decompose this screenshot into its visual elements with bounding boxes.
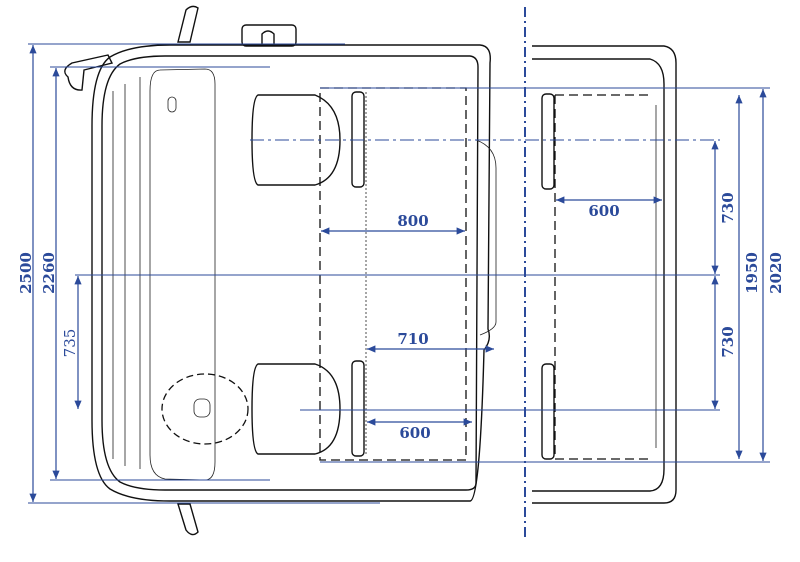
label-600-lower: 600 [399, 424, 430, 442]
steering-wheel-icon [161, 373, 249, 445]
label-2260: 2260 [40, 252, 58, 294]
label-735: 735 [61, 329, 79, 358]
label-2020: 2020 [767, 252, 785, 294]
mirror-bottom-icon [177, 503, 199, 536]
label-730-upper: 730 [719, 192, 737, 223]
cab-body-outline [91, 44, 497, 502]
seating-area-outline [319, 87, 467, 461]
sleeper-extension-outline [532, 45, 677, 504]
label-800: 800 [397, 212, 428, 230]
mirror-top-icon [64, 5, 297, 91]
passenger-seat-icon [251, 360, 365, 457]
label-710: 710 [397, 330, 428, 348]
label-1950: 1950 [743, 252, 761, 294]
label-600-upper: 600 [588, 202, 619, 220]
label-730-lower: 730 [719, 326, 737, 357]
label-2500: 2500 [17, 252, 35, 294]
